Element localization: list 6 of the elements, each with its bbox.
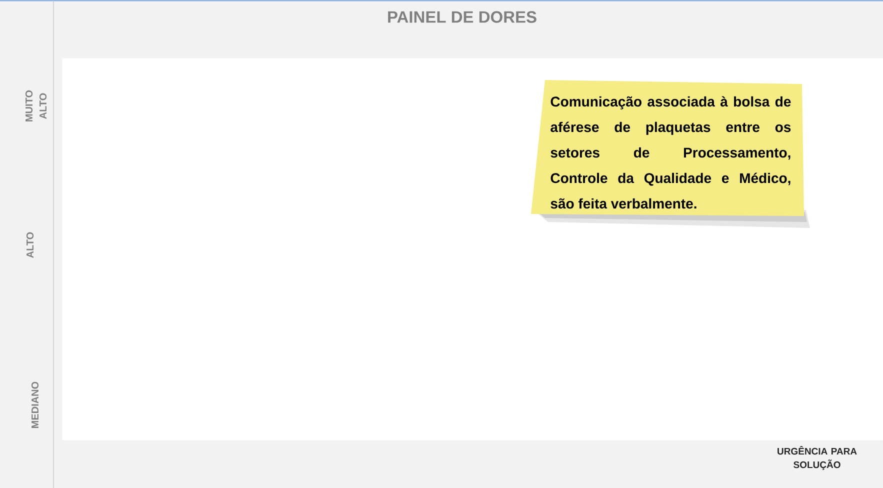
axis-label: MUITO ALTO xyxy=(25,90,47,122)
axis-label: URGÊNCIA PARA SOLUÇÃO xyxy=(778,446,857,470)
axis-label: ALTO xyxy=(26,232,34,258)
sticky-note: Comunicação associada à bolsa de aférese de plaquetas entre os setores de Processamento, Controle da Qualidade e Médico, são feita verbalmente. xyxy=(531,80,810,228)
title: PAINEL DE DORES xyxy=(388,11,536,23)
axis-label: MEDIANO xyxy=(31,382,39,428)
